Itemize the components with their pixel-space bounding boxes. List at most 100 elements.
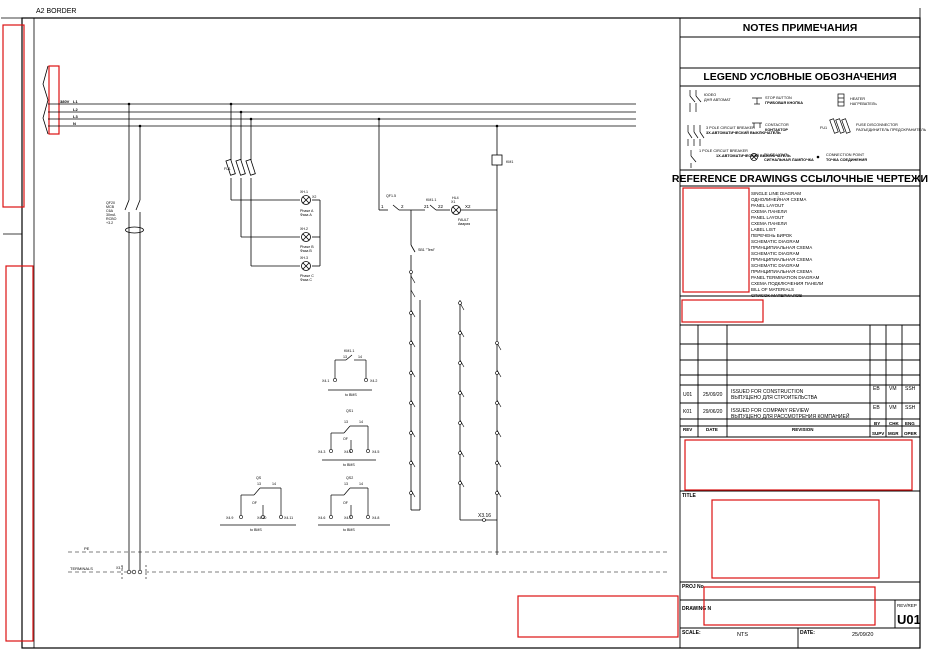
- feed-break: [42, 65, 49, 135]
- svg-text:14: 14: [359, 482, 363, 486]
- svg-text:OF: OF: [252, 501, 258, 505]
- svg-text:ENG: ENG: [905, 421, 915, 426]
- svg-text:SCHEMATIC DIAGRAM: SCHEMATIC DIAGRAM: [751, 239, 800, 244]
- svg-text:CONTACTOR: CONTACTOR: [765, 123, 789, 127]
- svg-text:XH.1: XH.1: [300, 190, 308, 194]
- legend-texts: ЮОЕО ДНЯ АВТОМАТ STOP BUTTON ГРИБОВАЯ КН…: [699, 93, 927, 162]
- svg-text:ПЕРЕЧЕНЬ БИРОК: ПЕРЕЧЕНЬ БИРОК: [751, 233, 792, 238]
- svg-text:14: 14: [359, 420, 363, 424]
- svg-text:FAULT: FAULT: [458, 218, 470, 222]
- svg-text:ГРИБОВАЯ КНОПКА: ГРИБОВАЯ КНОПКА: [765, 101, 803, 105]
- revision-row: K01 29/06/20 ISSUED FOR COMPANY REVIEW В…: [683, 405, 916, 420]
- svg-text:SSH: SSH: [905, 405, 916, 411]
- svg-text:13: 13: [257, 482, 261, 486]
- svg-text:X4.4: X4.4: [344, 450, 351, 454]
- svg-text:КОНТАКТОР: КОНТАКТОР: [765, 128, 788, 132]
- bms-terminals: [239, 378, 370, 519]
- svg-text:VM: VM: [889, 405, 897, 411]
- svg-text:X4.7: X4.7: [344, 516, 351, 520]
- svg-text:Phase C: Phase C: [300, 274, 314, 278]
- title-block: [679, 18, 920, 648]
- svg-text:L1: L1: [73, 99, 78, 104]
- svg-text:SB1 "Test": SB1 "Test": [418, 248, 436, 252]
- svg-text:29/06/20: 29/06/20: [703, 409, 723, 415]
- bus-connection-dots: [127, 102, 499, 128]
- svg-text:to BMS: to BMS: [345, 393, 357, 397]
- svg-text:X4.8: X4.8: [372, 516, 379, 520]
- svg-text:to BMS: to BMS: [343, 528, 355, 532]
- svg-text:ЮОЕО: ЮОЕО: [704, 93, 716, 97]
- svg-text:NTS: NTS: [737, 632, 748, 638]
- svg-text:Phase A: Phase A: [300, 209, 314, 213]
- svg-text:13: 13: [343, 355, 347, 359]
- svg-text:REV/REP: REV/REP: [897, 603, 917, 608]
- svg-text:C6A: C6A: [106, 209, 114, 213]
- svg-text:DRAWING N: DRAWING N: [682, 606, 712, 612]
- lamp-labels: FU1 XH.1 Phase A Фаза А XH.2 Phase B Фаз…: [224, 167, 316, 282]
- svg-text:TERMINALS: TERMINALS: [70, 566, 93, 571]
- svg-text:X4.9: X4.9: [226, 516, 233, 520]
- svg-text:SINGLE LINE DIAGRAM: SINGLE LINE DIAGRAM: [751, 191, 801, 196]
- connection-point-icon: [816, 155, 820, 159]
- svg-text:ВЫПУЩЕНО ДЛЯ РАССМОТРЕНИЯ КОМП: ВЫПУЩЕНО ДЛЯ РАССМОТРЕНИЯ КОМПАНИЕЙ: [731, 412, 850, 420]
- revision-row: U01 25/09/20 ISSUED FOR CONSTRUCTION ВЫП…: [683, 386, 916, 401]
- svg-text:Phase B: Phase B: [300, 245, 314, 249]
- svg-text:3Х-АВТОМАТИЧЕСКИЙ ВЫКЛЮЧАТЕЛЬ: 3Х-АВТОМАТИЧЕСКИЙ ВЫКЛЮЧАТЕЛЬ: [706, 131, 781, 135]
- svg-text:OPER: OPER: [904, 431, 918, 436]
- svg-text:1Х-АВТОМАТИЧЕСКИЙ ВЫКЛЮЧАТЕЛЬ: 1Х-АВТОМАТИЧЕСКИЙ ВЫКЛЮЧАТЕЛЬ: [716, 154, 791, 158]
- svg-text:QS2: QS2: [346, 476, 353, 480]
- svg-text:SUPV: SUPV: [872, 431, 884, 436]
- legend-symbols: [687, 90, 851, 168]
- svg-text:X2: X2: [465, 204, 471, 209]
- svg-text:Авария: Авария: [458, 222, 470, 226]
- svg-text:REV: REV: [683, 427, 692, 432]
- svg-text:DATE: DATE: [706, 427, 718, 432]
- title-block-labels: TITLE PROJ No DRAWING N REV/REP U01 SCAL…: [682, 493, 921, 638]
- svg-text:ПРИНЦИПИАЛЬНАЯ СХЕМА: ПРИНЦИПИАЛЬНАЯ СХЕМА: [751, 269, 812, 274]
- reference-drawings-list: SINGLE LINE DIAGRAM ОДНОЛИНЕЙНАЯ СХЕМА P…: [751, 191, 823, 298]
- svg-text:OF: OF: [343, 437, 349, 441]
- svg-text:EB: EB: [873, 405, 880, 411]
- revision-header: REV DATE REVISION BY CHK ENG SUPV MGR OP…: [683, 421, 918, 436]
- pe-terminal-rails: [68, 551, 668, 580]
- svg-text:СХЕМА ПОДКЛЮЧЕНИЯ ПАНЕЛИ: СХЕМА ПОДКЛЮЧЕНИЯ ПАНЕЛИ: [751, 281, 823, 286]
- svg-text:XH.2: XH.2: [300, 227, 308, 231]
- svg-text:MCB: MCB: [106, 205, 115, 209]
- breaker-chain-1: [410, 275, 502, 498]
- busbar-labels: 380V L1 L2 L3 N: [60, 99, 78, 126]
- svg-text:N: N: [73, 121, 76, 126]
- legend-title: LEGEND УСЛОВНЫЕ ОБОЗНАЧЕНИЯ: [703, 71, 896, 83]
- svg-text:SSH: SSH: [905, 386, 916, 392]
- control-labels: 1 2 21 22 X1 X2 QF1.5 KM1.1 HL4 FAULT Ав…: [381, 160, 513, 519]
- control-circuit: [378, 119, 503, 555]
- svg-text:30mA: 30mA: [106, 213, 116, 217]
- reference-drawings-title: REFERENCE DRAWINGS ССЫЛОЧНЫЕ ЧЕРТЕЖИ: [672, 173, 928, 185]
- svg-text:LABEL LIST: LABEL LIST: [751, 227, 776, 232]
- svg-text:Фаза С: Фаза С: [300, 278, 312, 282]
- svg-text:380V: 380V: [60, 99, 70, 104]
- svg-text:SCALE:: SCALE:: [682, 630, 701, 636]
- svg-text:L3: L3: [73, 114, 78, 119]
- bms-contact-blocks: [220, 354, 390, 526]
- svg-text:to BMS: to BMS: [250, 528, 262, 532]
- svg-text:FU1: FU1: [820, 126, 827, 130]
- left-breaker-branch: [124, 104, 144, 572]
- bms-labels: KM1.1 13 14 X4.1 X4.2 to BMS QS1 13 14 O…: [226, 349, 379, 532]
- svg-text:21: 21: [424, 204, 430, 209]
- svg-text:X1: X1: [451, 200, 455, 204]
- svg-text:to BMS: to BMS: [343, 463, 355, 467]
- svg-text:13: 13: [344, 482, 348, 486]
- svg-text:НАГРЕВАТЕЛЬ: НАГРЕВАТЕЛЬ: [850, 102, 877, 106]
- svg-text:STOP BUTTON: STOP BUTTON: [765, 96, 792, 100]
- svg-text:PROJ No: PROJ No: [682, 584, 704, 590]
- svg-text:ТОЧКА СОЕДИНЕНИЯ: ТОЧКА СОЕДИНЕНИЯ: [826, 158, 867, 162]
- svg-text:14: 14: [358, 355, 362, 359]
- svg-text:25/09/20: 25/09/20: [703, 392, 723, 398]
- svg-text:U01: U01: [683, 392, 692, 398]
- svg-text:ВЫПУЩЕНО ДЛЯ СТРОИТЕЛЬСТВА: ВЫПУЩЕНО ДЛЯ СТРОИТЕЛЬСТВА: [731, 395, 818, 401]
- svg-text:ISSUED FOR CONSTRUCTION: ISSUED FOR CONSTRUCTION: [731, 389, 804, 395]
- svg-text:XH.3: XH.3: [300, 256, 308, 260]
- svg-text:X4.5: X4.5: [372, 450, 379, 454]
- svg-text:RCBO: RCBO: [106, 217, 117, 221]
- svg-text:25/09/20: 25/09/20: [852, 632, 873, 638]
